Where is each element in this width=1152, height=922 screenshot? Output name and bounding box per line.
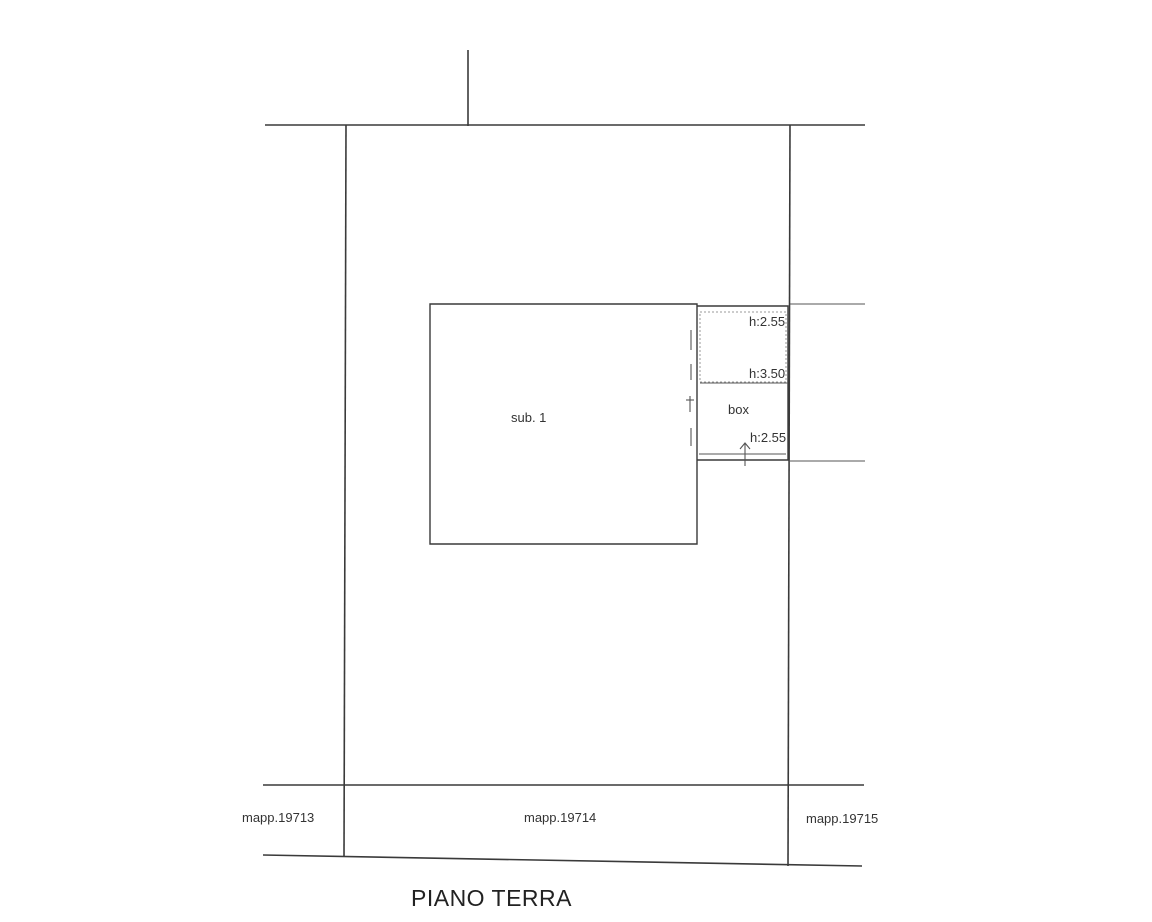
right-lot-boundary: [787, 124, 791, 867]
bottom-band-bottom-line: [262, 854, 863, 867]
left-lot-boundary: [343, 124, 347, 857]
box-label: box: [728, 402, 749, 417]
parcel-label-center: mapp.19714: [524, 810, 597, 825]
floor-title: PIANO TERRA: [411, 885, 572, 911]
box-upper-area: [699, 311, 787, 383]
main-room-label: sub. 1: [511, 410, 547, 425]
main-building-outline: [429, 303, 698, 545]
height-label-bottom: h:2.55: [750, 430, 787, 445]
height-label-top: h:2.55: [749, 314, 786, 329]
height-label-middle: h:3.50: [749, 366, 786, 381]
parcel-label-right: mapp.19715: [806, 811, 879, 826]
entrance-arrow-head: [739, 442, 751, 450]
parcel-label-left: mapp.19713: [242, 810, 315, 825]
